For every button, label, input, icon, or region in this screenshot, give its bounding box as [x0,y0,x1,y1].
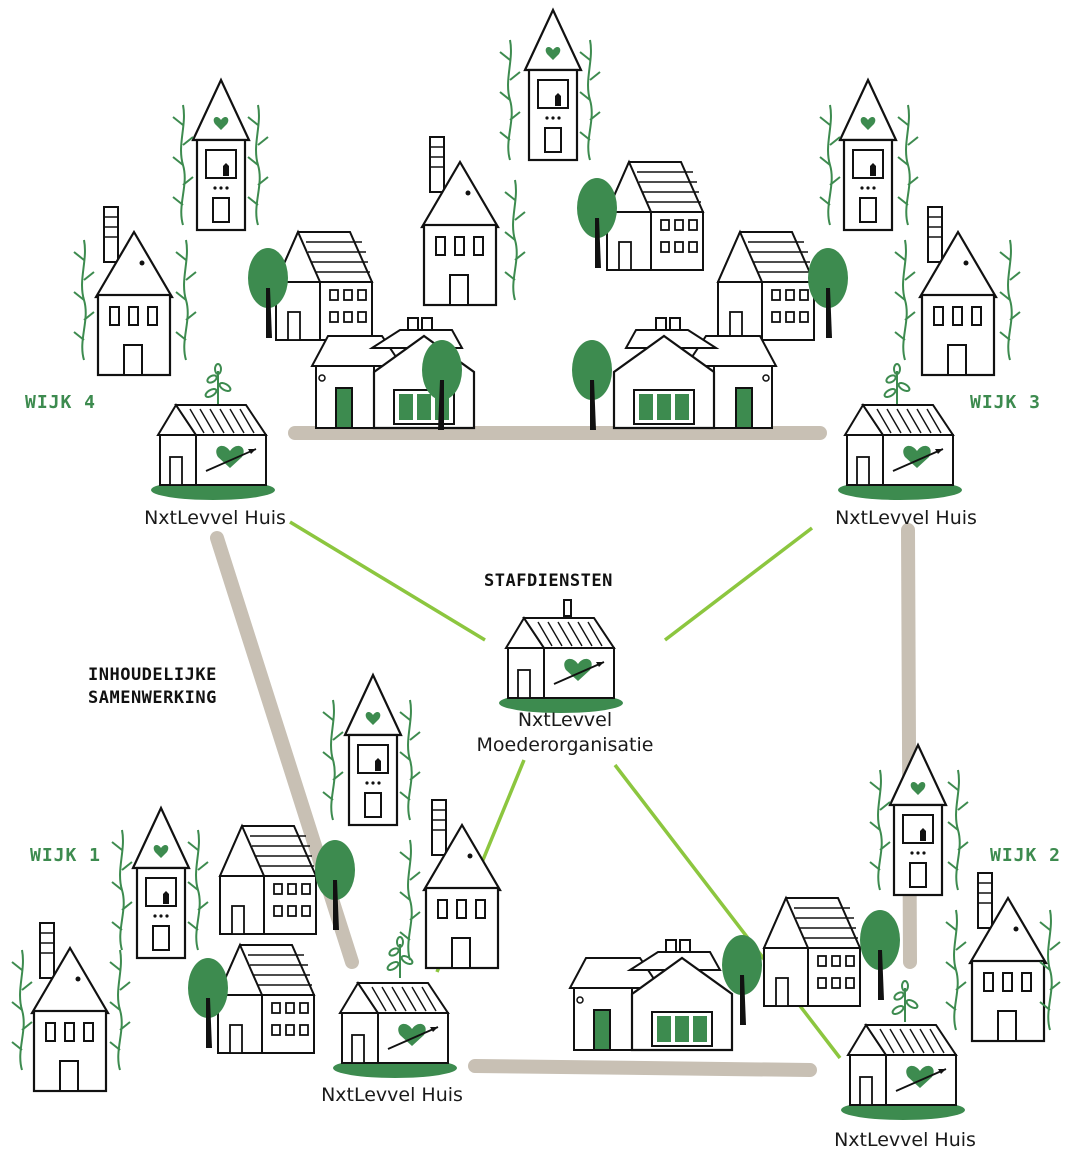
vine-icon [109,949,131,1071]
tree-icon [572,340,612,430]
gable-house [918,205,998,377]
vine-icon [247,104,269,226]
nxtlevvel-house-wijk2 [840,1024,966,1121]
vine-icon [499,39,521,161]
vine-icon [897,104,919,226]
vine-icon [322,699,344,821]
nxtlevvel-house-wijk4 [150,404,276,501]
wide-house [275,231,373,341]
wijk3-label: WIJK 3 [970,392,1042,413]
sprout-icon [385,936,415,979]
nxtlevvel-huis-wijk1-label: NxtLevvel Huis [321,1084,463,1106]
gable-house [94,205,174,377]
wide-house [606,161,704,271]
tower-house [888,743,948,897]
nxtlevvel-huis-wijk2-label: NxtLevvel Huis [834,1129,976,1151]
hq-label-line2: Moederorganisatie [476,733,654,756]
tree-icon [860,910,900,1000]
wide-house [763,897,861,1007]
gable-house [968,871,1048,1043]
nxtlevvel-house-hq [498,617,624,714]
vine-icon [945,909,967,1031]
tower-house [131,806,191,960]
road-right [901,523,917,969]
tower-house [191,78,251,232]
vine-icon [999,239,1021,361]
chimney [563,599,572,617]
nxtlevvel-houses [150,363,966,1121]
link-wijk4 [289,520,486,642]
wijk1-label: WIJK 1 [30,845,102,866]
vine-icon [947,769,969,891]
vine-icon [175,239,197,361]
road-bottom [468,1059,817,1077]
stafdiensten-heading: STAFDIENSTEN [484,571,613,591]
cottage-house [568,938,734,1052]
nxtlevvel-house-wijk1 [332,982,458,1079]
wide-house [217,944,315,1054]
vine-icon [819,104,841,226]
vine-icon [73,239,95,361]
vine-icon [504,179,526,301]
vine-icon [894,239,916,361]
vine-icon [111,829,133,951]
vine-icon [399,699,421,821]
tower-house [838,78,898,232]
nxtlevvel-house-wijk3 [837,404,963,501]
hq-label-line1: NxtLevvel [517,709,613,731]
hq-label: NxtLevvel Moederorganisatie [477,708,654,757]
gable-house [30,921,110,1093]
nxtlevvel-huis-wijk4-label: NxtLevvel Huis [144,507,286,529]
vine-icon [11,949,33,1071]
bottom-right-houses [568,743,1061,1052]
vine-icon [172,104,194,226]
wijk4-label: WIJK 4 [25,392,97,413]
wide-house [219,825,317,935]
gable-house [422,798,502,970]
wijk2-label: WIJK 2 [990,845,1062,866]
samenwerking-label-line2: SAMENWERKING [88,688,217,708]
nxtlevvel-huis-wijk3-label: NxtLevvel Huis [835,507,977,529]
vine-icon [869,769,891,891]
samenwerking-label-line1: INHOUDELIJKE [88,665,217,685]
tower-house [523,8,583,162]
link-wijk2 [613,763,842,1060]
sprout-icon [890,980,920,1023]
sprout-icon [203,363,233,406]
sprout-icon [882,363,912,406]
wide-house [717,231,815,341]
vine-icon [579,39,601,161]
tree-icon [315,840,355,930]
gable-house [420,135,500,307]
tower-house [343,673,403,827]
vine-icon [187,829,209,951]
link-wijk3 [663,526,814,642]
